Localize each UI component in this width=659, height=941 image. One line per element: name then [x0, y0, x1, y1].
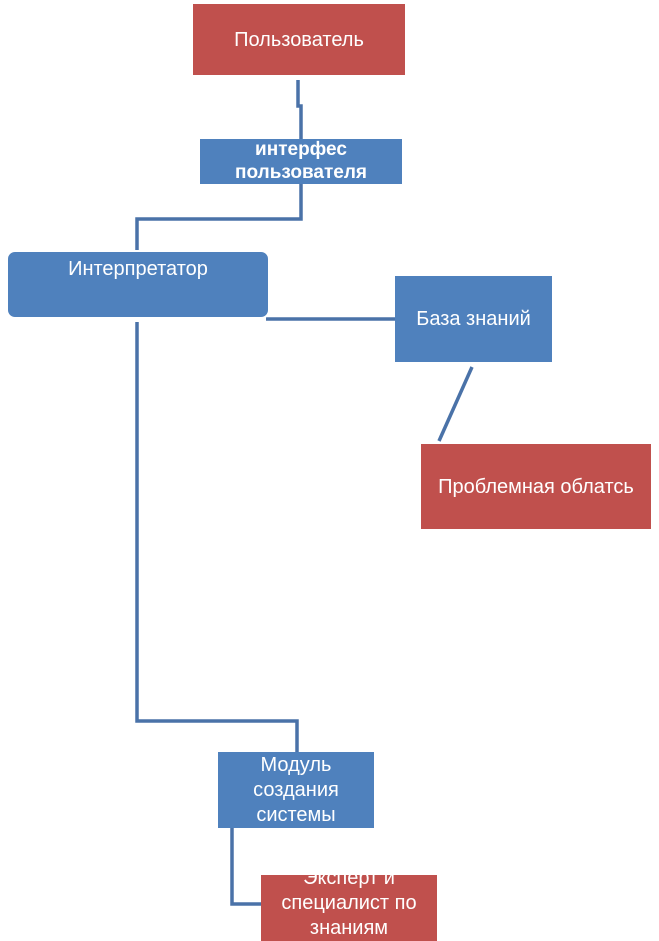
node-problem-domain: Проблемная облатсь — [421, 444, 651, 529]
node-problem-domain-label: Проблемная облатсь — [438, 475, 634, 498]
node-expert: Эксперт и специалист по знаниям — [261, 875, 437, 941]
connector-interpreter-to-module — [135, 322, 299, 752]
node-user-interface-label: интерфес пользователя — [235, 139, 367, 183]
connector-user-to-interface — [296, 80, 303, 139]
node-system-builder: Модуль создания системы — [218, 752, 374, 828]
node-interpreter-label: Интерпретатор — [68, 258, 208, 280]
node-interpreter: Интерпретатор — [6, 250, 270, 319]
connector-interface-to-interpreter — [135, 184, 303, 250]
node-system-builder-label: Модуль создания системы — [253, 753, 339, 826]
node-user: Пользователь — [193, 4, 405, 75]
node-knowledge-base: База знаний — [395, 276, 552, 362]
node-user-interface: интерфес пользователя — [200, 139, 402, 184]
node-expert-label: Эксперт и специалист по знаниям — [281, 875, 417, 939]
node-knowledge-base-label: База знаний — [416, 308, 531, 330]
connector-module-to-expert — [230, 828, 261, 906]
connector-knowledge-base-to-problem-domain — [437, 366, 474, 442]
node-user-label: Пользователь — [234, 28, 364, 51]
